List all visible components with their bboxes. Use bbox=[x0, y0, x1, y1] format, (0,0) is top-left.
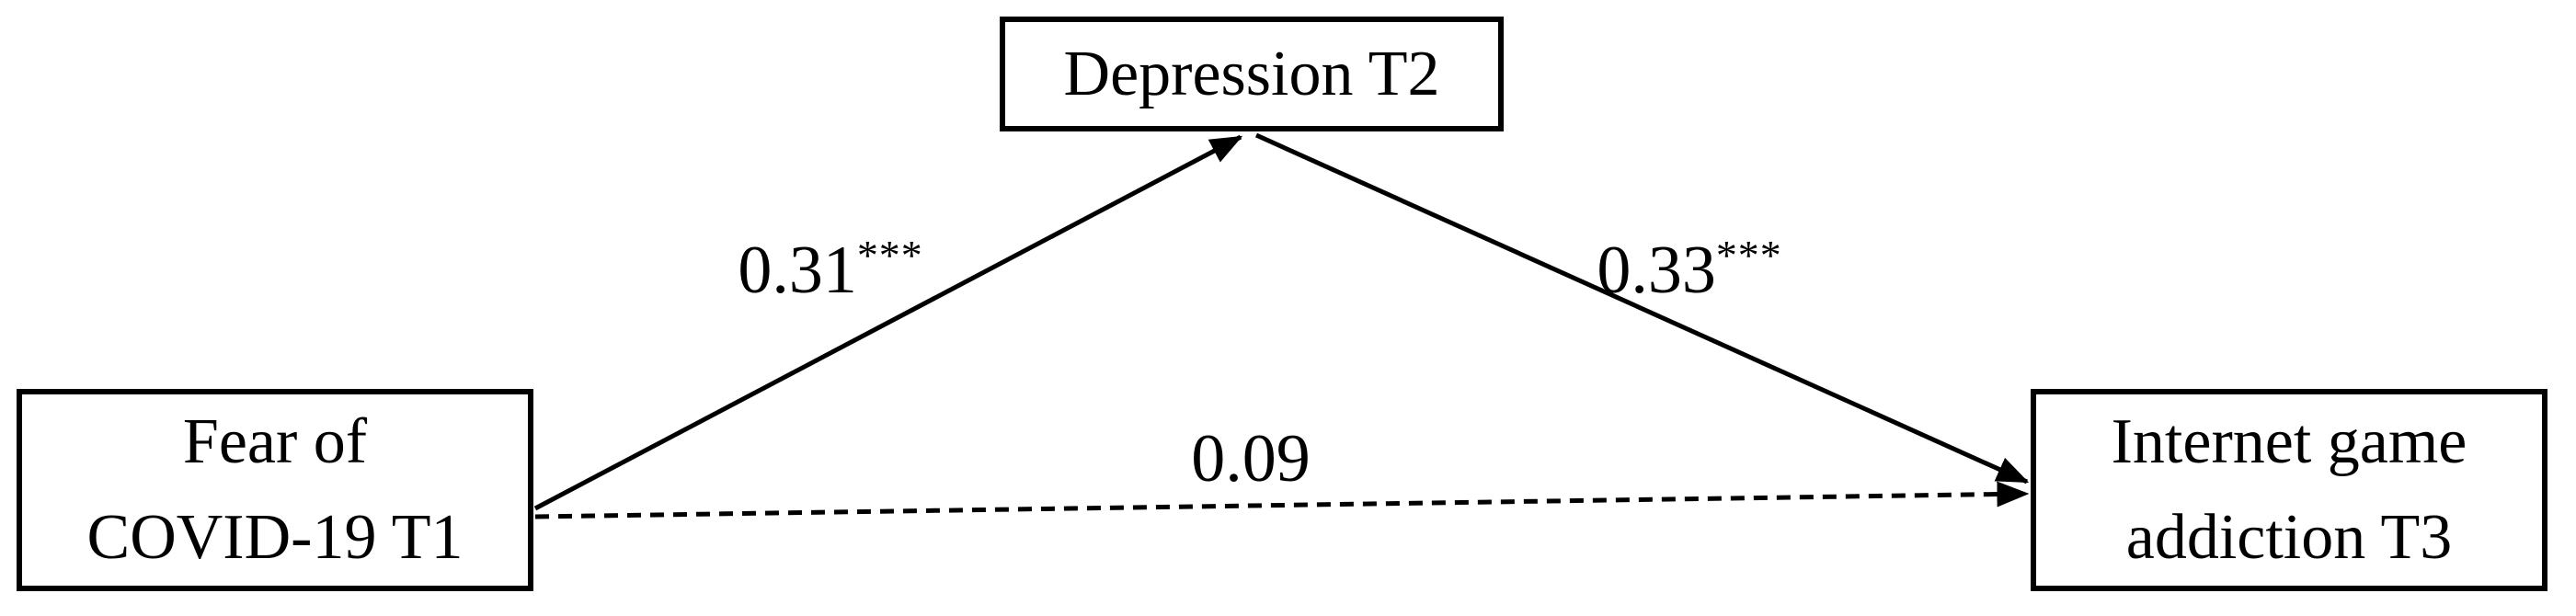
node-addiction-label-line2: addiction T3 bbox=[2125, 502, 2453, 573]
significance-stars: *** bbox=[1715, 232, 1782, 279]
node-internet-game-addiction: Internet game addiction T3 bbox=[2031, 389, 2547, 591]
coefficient-value: 0.09 bbox=[1191, 421, 1311, 497]
coefficient-fear-to-depression: 0.31*** bbox=[738, 232, 923, 305]
node-fear-label-line1: Fear of bbox=[182, 406, 368, 478]
arrow-depression-to-addiction bbox=[1254, 132, 2030, 485]
coefficient-depression-to-addiction: 0.33*** bbox=[1597, 232, 1782, 305]
node-fear-label-line2: COVID-19 T1 bbox=[86, 502, 464, 573]
coefficient-value: 0.31 bbox=[738, 233, 857, 309]
coefficient-fear-to-addiction-direct: 0.09 bbox=[1191, 423, 1311, 493]
node-depression: Depression T2 bbox=[1000, 17, 1504, 131]
node-addiction-label-line1: Internet game bbox=[2111, 406, 2467, 478]
coefficient-value: 0.33 bbox=[1597, 233, 1716, 309]
node-depression-label: Depression T2 bbox=[1063, 38, 1440, 109]
significance-stars: *** bbox=[856, 232, 923, 279]
arrow-fear-to-addiction-dashed bbox=[534, 481, 2030, 519]
arrow-fear-to-depression bbox=[533, 134, 1243, 511]
node-fear-of-covid19: Fear of COVID-19 T1 bbox=[17, 389, 533, 591]
